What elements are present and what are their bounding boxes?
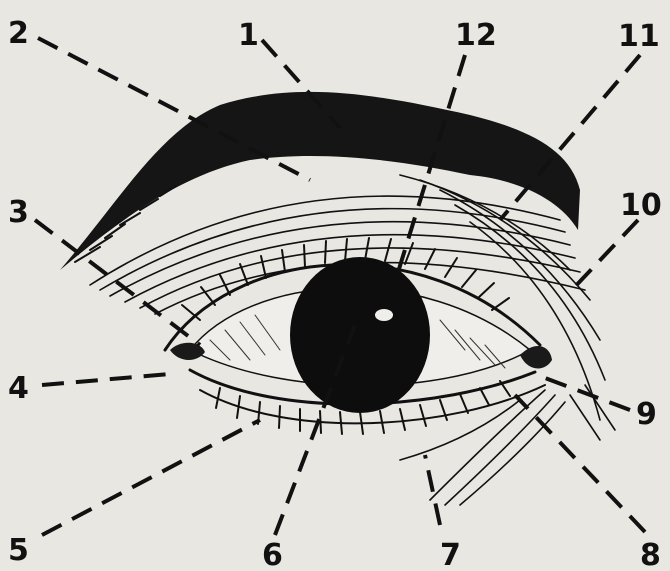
label-3: 3 — [8, 195, 29, 230]
pupil-highlight — [375, 309, 393, 321]
label-5: 5 — [8, 533, 29, 568]
label-2: 2 — [8, 16, 29, 51]
label-7: 7 — [440, 538, 461, 571]
label-6: 6 — [262, 538, 283, 571]
label-12: 12 — [455, 18, 497, 53]
iris-pupil — [290, 257, 430, 413]
label-10: 10 — [620, 188, 662, 223]
label-11: 11 — [618, 19, 660, 54]
label-1: 1 — [238, 18, 259, 53]
label-9: 9 — [636, 397, 657, 432]
label-8: 8 — [640, 538, 661, 571]
label-4: 4 — [8, 371, 29, 406]
